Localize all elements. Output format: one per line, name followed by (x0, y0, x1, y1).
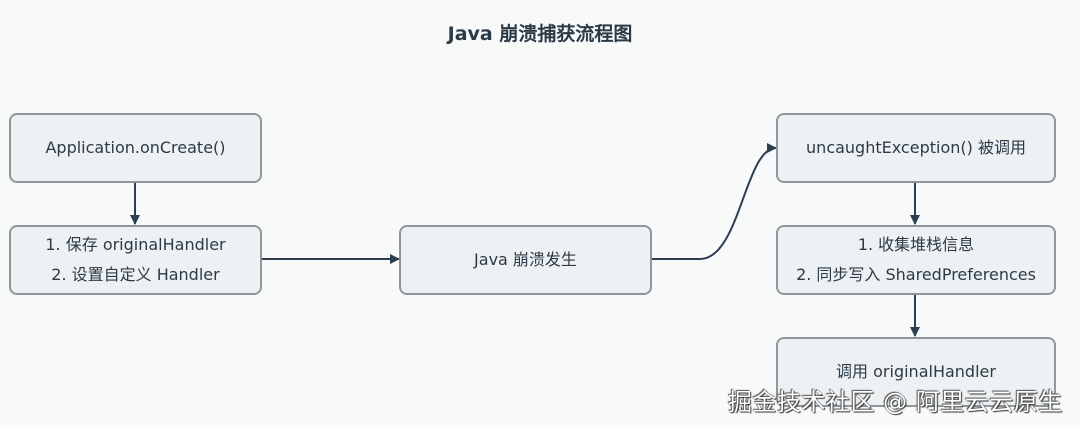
edge-crash-to-uncaught (651, 143, 777, 260)
watermark: 掘金技术社区 @ 阿里云云原生 (728, 388, 1063, 416)
diagram-title: Java 崩溃捕获流程图 (447, 23, 633, 45)
node-text: 调用 originalHandler (836, 362, 996, 381)
node-crash: Java 崩溃发生 (399, 225, 652, 295)
node-text: 2. 设置自定义 Handler (51, 265, 220, 284)
node-text: Java 崩溃发生 (474, 250, 577, 269)
node-setup-handler: 1. 保存 originalHandler 2. 设置自定义 Handler (9, 225, 262, 295)
node-text: Application.onCreate() (45, 138, 226, 157)
node-text: uncaughtException() 被调用 (806, 138, 1026, 157)
node-app-oncreate: Application.onCreate() (9, 113, 262, 183)
node-text: 1. 收集堆栈信息 (857, 235, 975, 254)
node-text: 1. 保存 originalHandler (45, 235, 226, 254)
node-uncaught-exception: uncaughtException() 被调用 (776, 113, 1056, 183)
node-call-original: 调用 originalHandler (776, 337, 1056, 407)
node-collect: 1. 收集堆栈信息 2. 同步写入 SharedPreferences (776, 225, 1056, 295)
node-text: 2. 同步写入 SharedPreferences (796, 265, 1036, 284)
